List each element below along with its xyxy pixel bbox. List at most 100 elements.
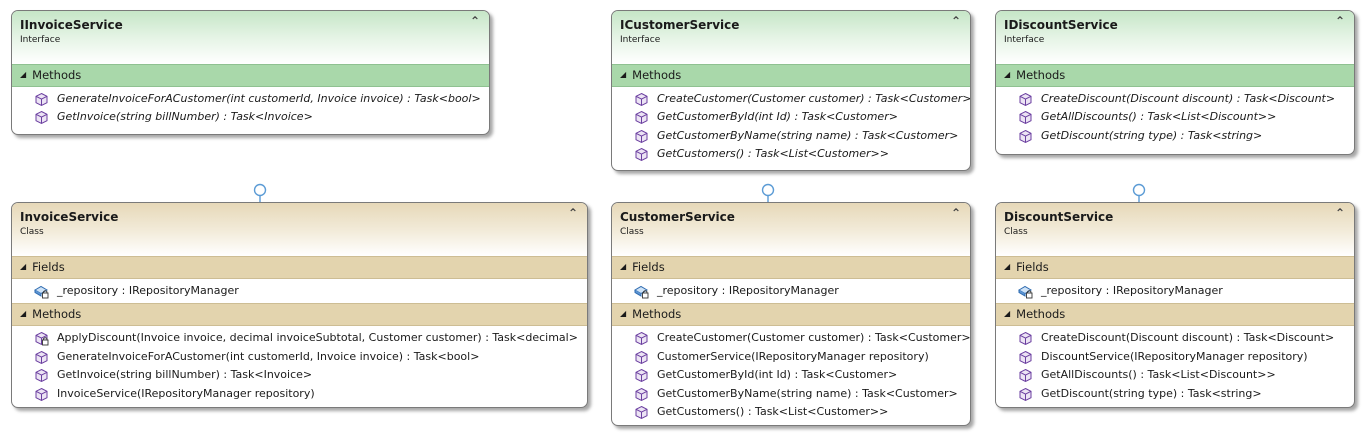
method-cube-icon (634, 368, 649, 383)
section-label: Fields (32, 260, 65, 274)
method-row[interactable]: GetCustomerByName(string name) : Task<Cu… (612, 385, 970, 403)
type-name: CustomerService (620, 210, 735, 224)
double-chevron-up-icon[interactable]: ⌃ (1334, 206, 1346, 220)
triangle-collapse-icon[interactable]: ◢ (1004, 70, 1011, 79)
section-label: Methods (1016, 307, 1066, 322)
method-cube-icon (1018, 331, 1033, 346)
method-row[interactable]: GetCustomerByName(string name) : Task<Cu… (612, 127, 970, 145)
triangle-collapse-icon[interactable]: ◢ (1004, 309, 1011, 319)
method-signature: GetCustomerById(int Id) : Task<Customer> (657, 368, 898, 382)
double-chevron-up-icon[interactable]: ⌃ (1334, 14, 1346, 28)
double-chevron-up-icon[interactable]: ⌃ (567, 206, 579, 220)
method-row[interactable]: ApplyDiscount(Invoice invoice, decimal i… (12, 329, 587, 347)
method-row[interactable]: GetCustomerById(int Id) : Task<Customer> (612, 108, 970, 126)
triangle-collapse-icon[interactable]: ◢ (620, 262, 627, 271)
method-row[interactable]: CustomerService(IRepositoryManager repos… (612, 348, 970, 366)
methods-section-header[interactable]: ◢Methods (996, 64, 1354, 87)
fields-section-header[interactable]: ◢ Fields (12, 256, 587, 279)
double-chevron-up-icon[interactable]: ⌃ (469, 14, 481, 28)
triangle-collapse-icon[interactable]: ◢ (20, 309, 27, 319)
method-cube-icon (1018, 92, 1033, 107)
interface-header[interactable]: ICustomerService Interface ⌃ (612, 11, 970, 64)
field-list: _repository : IRepositoryManager (612, 279, 970, 303)
methods-section-header[interactable]: ◢Methods (612, 64, 970, 87)
method-signature: GetAllDiscounts() : Task<List<Discount>> (1041, 368, 1276, 382)
section-label: Methods (632, 307, 682, 322)
interface-box-icustomerservice[interactable]: ICustomerService Interface ⌃ ◢Methods Cr… (611, 10, 971, 171)
method-signature: GetCustomerByName(string name) : Task<Cu… (657, 386, 958, 400)
fields-section-header[interactable]: ◢ Fields (612, 256, 970, 279)
method-cube-icon (634, 110, 649, 125)
method-signature: ApplyDiscount(Invoice invoice, decimal i… (57, 331, 578, 345)
methods-section-header[interactable]: ◢Methods (12, 303, 587, 327)
method-cube-icon (34, 387, 49, 402)
class-header[interactable]: DiscountService Class ⌃ (996, 203, 1354, 256)
interface-box-iinvoiceservice[interactable]: IInvoiceService Interface ⌃ ◢Methods Gen… (11, 10, 490, 135)
double-chevron-up-icon[interactable]: ⌃ (950, 14, 962, 28)
private-field-icon (1018, 284, 1033, 299)
section-label: Fields (1016, 260, 1049, 274)
type-kind: Class (20, 227, 44, 237)
triangle-collapse-icon[interactable]: ◢ (620, 70, 627, 79)
method-signature: GetCustomers() : Task<List<Customer>> (657, 404, 889, 418)
method-signature: CreateCustomer(Customer customer) : Task… (657, 92, 971, 105)
interface-lollipop-connector (253, 183, 267, 203)
method-signature: CreateDiscount(Discount discount) : Task… (1041, 92, 1336, 105)
method-row[interactable]: DiscountService(IRepositoryManager repos… (996, 348, 1354, 366)
class-box-discountservice[interactable]: DiscountService Class ⌃ ◢ Fields _reposit… (995, 202, 1355, 408)
field-signature: _repository : IRepositoryManager (57, 284, 239, 297)
method-row[interactable]: GetDiscount(string type) : Task<string> (996, 127, 1354, 145)
class-box-customerservice[interactable]: CustomerService Class ⌃ ◢ Fields _reposit… (611, 202, 971, 426)
method-cube-icon (34, 110, 49, 125)
method-row[interactable]: GetInvoice(string billNumber) : Task<Inv… (12, 108, 489, 126)
section-label: Fields (632, 260, 665, 274)
type-name: IDiscountService (1004, 18, 1118, 32)
class-header[interactable]: CustomerService Class ⌃ (612, 203, 970, 256)
interface-lollipop-connector (761, 183, 775, 203)
type-kind: Class (620, 227, 644, 237)
method-row[interactable]: GetAllDiscounts() : Task<List<Discount>> (996, 108, 1354, 126)
type-name: DiscountService (1004, 210, 1114, 224)
field-row[interactable]: _repository : IRepositoryManager (12, 282, 587, 300)
methods-section-header[interactable]: ◢Methods (12, 64, 489, 87)
method-row[interactable]: GenerateInvoiceForACustomer(int customer… (12, 348, 587, 366)
type-kind: Interface (20, 35, 61, 45)
method-signature: GenerateInvoiceForACustomer(int customer… (57, 349, 480, 363)
method-cube-icon (1018, 368, 1033, 383)
method-cube-icon (1018, 387, 1033, 402)
method-row[interactable]: GetCustomers() : Task<List<Customer>> (612, 145, 970, 163)
methods-section-header[interactable]: ◢ Methods (612, 303, 970, 327)
type-name: InvoiceService (20, 210, 119, 224)
field-row[interactable]: _repository : IRepositoryManager (996, 282, 1354, 300)
type-name: ICustomerService (620, 18, 740, 32)
method-row[interactable]: InvoiceService(IRepositoryManager reposi… (12, 385, 587, 403)
method-row[interactable]: GetDiscount(string type) : Task<string> (996, 385, 1354, 403)
method-cube-icon (634, 331, 649, 346)
triangle-collapse-icon[interactable]: ◢ (620, 309, 627, 319)
method-cube-icon (1018, 129, 1033, 144)
method-row[interactable]: GetCustomerById(int Id) : Task<Customer> (612, 366, 970, 384)
triangle-collapse-icon[interactable]: ◢ (20, 262, 27, 271)
methods-section-header[interactable]: ◢ Methods (996, 303, 1354, 327)
private-field-icon (634, 284, 649, 299)
interface-header[interactable]: IDiscountService Interface ⌃ (996, 11, 1354, 64)
method-row[interactable]: CreateDiscount(Discount discount) : Task… (996, 329, 1354, 347)
method-row[interactable]: GetCustomers() : Task<List<Customer>> (612, 403, 970, 421)
method-row[interactable]: GetAllDiscounts() : Task<List<Discount>> (996, 366, 1354, 384)
triangle-collapse-icon[interactable]: ◢ (1004, 262, 1011, 271)
method-row[interactable]: GenerateInvoiceForACustomer(int customer… (12, 90, 489, 108)
method-row[interactable]: CreateCustomer(Customer customer) : Task… (612, 90, 970, 108)
method-row[interactable]: GetInvoice(string billNumber) : Task<Inv… (12, 366, 587, 384)
interface-box-idiscountservice[interactable]: IDiscountService Interface ⌃ ◢Methods Cr… (995, 10, 1355, 155)
class-header[interactable]: InvoiceService Class ⌃ (12, 203, 587, 256)
triangle-collapse-icon[interactable]: ◢ (20, 70, 27, 79)
double-chevron-up-icon[interactable]: ⌃ (950, 206, 962, 220)
fields-section-header[interactable]: ◢ Fields (996, 256, 1354, 279)
field-row[interactable]: _repository : IRepositoryManager (612, 282, 970, 300)
method-signature: GetDiscount(string type) : Task<string> (1041, 386, 1262, 400)
method-row[interactable]: CreateDiscount(Discount discount) : Task… (996, 90, 1354, 108)
class-box-invoiceservice[interactable]: InvoiceService Class ⌃ ◢ Fields _reposito… (11, 202, 588, 408)
method-row[interactable]: CreateCustomer(Customer customer) : Task… (612, 329, 970, 347)
interface-header[interactable]: IInvoiceService Interface ⌃ (12, 11, 489, 64)
method-signature: DiscountService(IRepositoryManager repos… (1041, 349, 1308, 363)
